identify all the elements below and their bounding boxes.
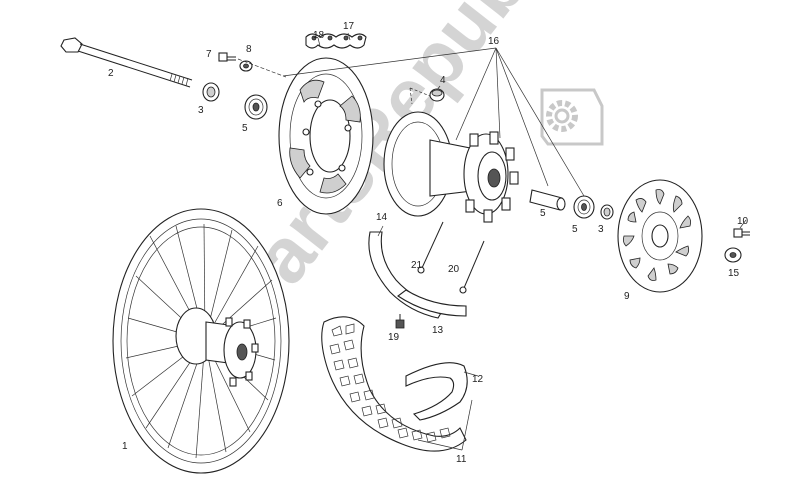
callout-17: 17 xyxy=(343,21,355,32)
callout-4: 4 xyxy=(440,75,446,86)
callout-6: 6 xyxy=(277,198,283,209)
callout-21: 21 xyxy=(411,260,423,271)
nut-8 xyxy=(239,60,253,72)
valve-19 xyxy=(395,314,405,329)
nut-15 xyxy=(724,247,742,263)
callout-5-right: 5 xyxy=(572,224,578,235)
spoke-pin-20 xyxy=(459,240,485,294)
tube-12 xyxy=(405,362,468,421)
callout-19: 19 xyxy=(388,332,400,343)
callouts: 1 2 3 3 4 5 5 5 6 7 8 9 10 11 12 13 14 1… xyxy=(108,21,749,465)
callout-9: 9 xyxy=(624,291,630,302)
bushing-4 xyxy=(429,88,445,102)
leader-lines xyxy=(282,32,747,451)
rear-hub xyxy=(383,111,519,223)
gear-watermark-icon xyxy=(540,88,604,146)
bearing-left xyxy=(244,94,268,120)
tyre-11 xyxy=(321,316,467,452)
bolt-10 xyxy=(733,228,750,238)
callout-12: 12 xyxy=(472,374,484,385)
callout-18: 18 xyxy=(313,30,325,41)
callout-15: 15 xyxy=(728,268,740,279)
axle xyxy=(60,37,193,88)
callout-1: 1 xyxy=(122,441,128,452)
callout-20: 20 xyxy=(448,264,460,275)
sprocket xyxy=(278,57,374,215)
callout-5-left: 5 xyxy=(242,123,248,134)
callout-10: 10 xyxy=(737,216,749,227)
brake-disc xyxy=(617,179,703,293)
callout-7: 7 xyxy=(206,49,212,60)
callout-3-left: 3 xyxy=(198,105,204,116)
bearing-right xyxy=(573,195,595,219)
spacer-left xyxy=(202,82,220,102)
callout-8: 8 xyxy=(246,44,252,55)
spacer-tube xyxy=(529,189,566,211)
spoke-pin-21 xyxy=(417,221,444,274)
callout-14: 14 xyxy=(376,212,388,223)
callout-5-center: 5 xyxy=(540,208,546,219)
bolt-7 xyxy=(218,52,236,62)
callout-2: 2 xyxy=(108,68,114,79)
callout-13: 13 xyxy=(432,325,444,336)
spacer-right xyxy=(600,204,614,220)
chain-link xyxy=(305,33,367,49)
wheel-assembly xyxy=(112,208,290,474)
callout-11: 11 xyxy=(456,454,467,465)
callout-3-right: 3 xyxy=(598,224,604,235)
rim-band-13 xyxy=(397,289,467,317)
callout-16: 16 xyxy=(488,36,500,47)
